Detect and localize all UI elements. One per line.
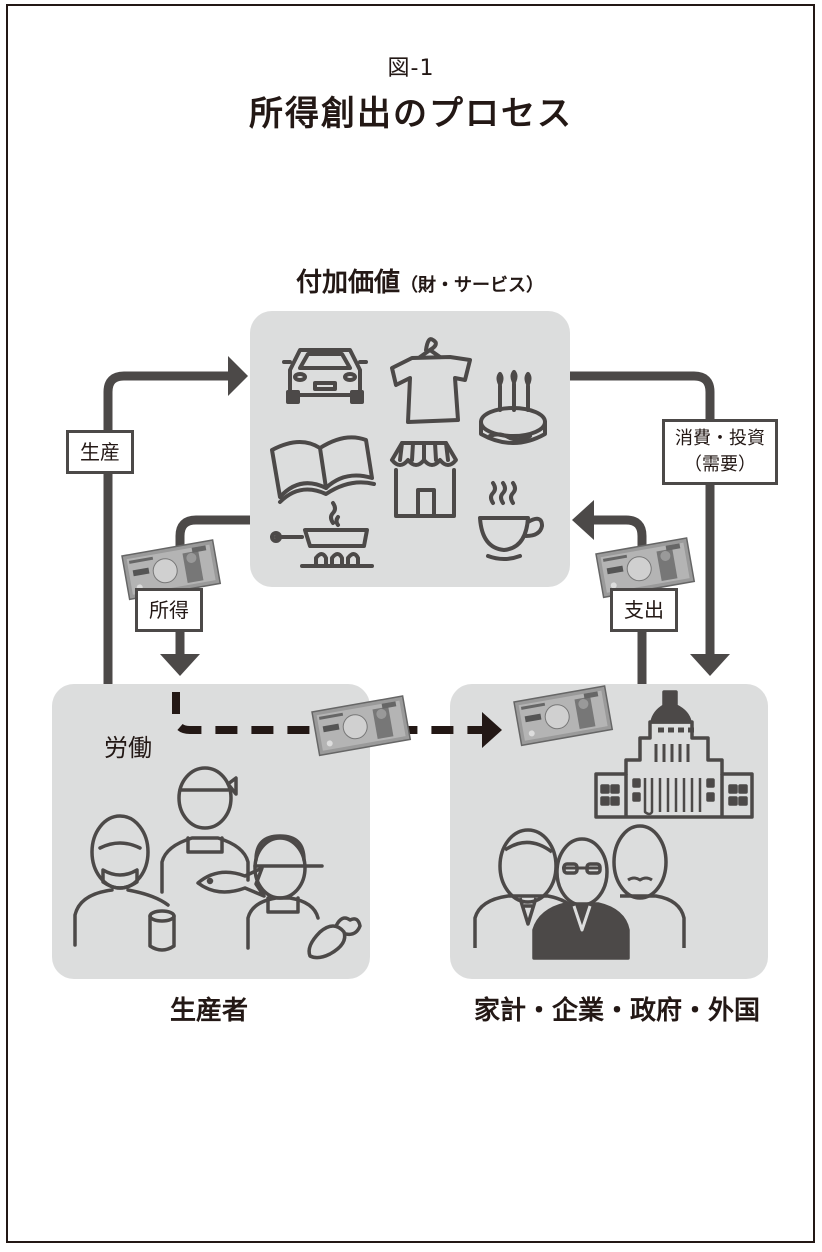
value-added-title: 付加価値（財・サービス） xyxy=(270,262,570,299)
fishmonger-icon xyxy=(160,766,250,894)
value-added-subtitle: （財・サービス） xyxy=(400,275,544,296)
frying-pan-icon xyxy=(270,501,374,568)
demand-caption: 家計・企業・政府・外国 xyxy=(474,996,761,1026)
figure-title: 所得創出のプロセス xyxy=(249,94,573,134)
value-added-title-main: 付加価値 xyxy=(295,268,400,298)
birthday-cake-icon xyxy=(479,370,547,445)
farmer-with-carrot-icon xyxy=(246,834,324,950)
figure-frame xyxy=(6,4,815,1243)
demand-label-line2: （需要） xyxy=(684,454,756,475)
spending-arrow xyxy=(572,500,647,684)
yen-banknote-icon xyxy=(513,685,613,747)
yen-banknote-icon xyxy=(311,695,411,757)
income-label: 所得 xyxy=(135,588,203,632)
demand-label-line1: 消費・投資 xyxy=(675,428,765,449)
producer-caption: 生産者 xyxy=(170,996,249,1026)
figure-number: 図-1 xyxy=(387,56,435,81)
labor-label: 労働 xyxy=(104,734,152,762)
income-arrow xyxy=(160,515,250,676)
shirt-on-hanger-icon xyxy=(390,337,472,424)
worker-with-mask-icon xyxy=(73,814,170,947)
parliament-building-icon xyxy=(594,690,754,819)
demand-arrow xyxy=(570,371,730,676)
production-arrow xyxy=(103,356,248,684)
car-icon xyxy=(282,348,368,404)
businessmen-group-icon xyxy=(473,824,686,960)
shop-icon xyxy=(390,441,458,518)
coffee-cup-icon xyxy=(478,481,544,561)
fish-icon xyxy=(196,866,266,898)
can-icon xyxy=(148,909,176,952)
consumption-investment-label: 消費・投資 （需要） xyxy=(662,419,778,485)
carrot-icon xyxy=(307,916,362,960)
spending-label: 支出 xyxy=(610,588,678,632)
dashed-money-arrow xyxy=(172,692,502,748)
open-book-icon xyxy=(270,435,376,504)
production-label: 生産 xyxy=(66,430,134,474)
